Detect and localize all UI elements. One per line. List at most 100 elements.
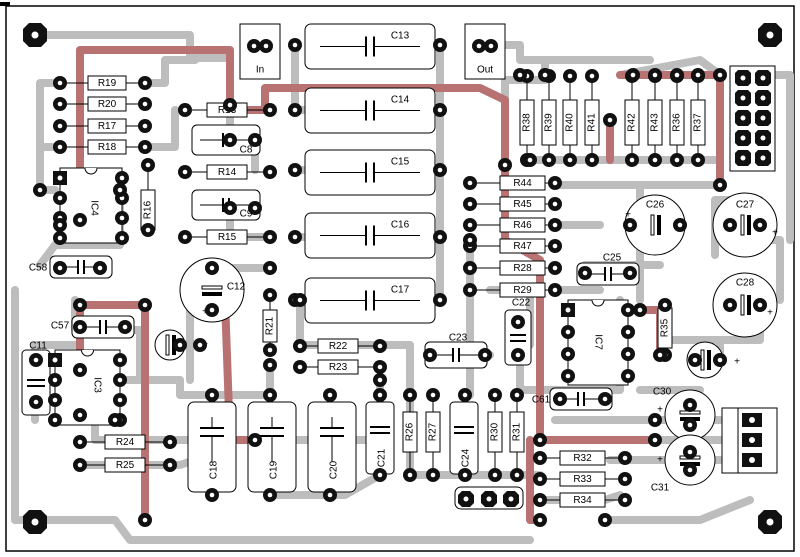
resistor-r43: [647, 99, 663, 146]
label-c24: C22: [512, 298, 531, 309]
label-c28: C28: [736, 278, 755, 289]
label-c13: C13: [391, 31, 410, 42]
label-r39: R39: [544, 113, 555, 132]
resistor-r27: [425, 411, 441, 453]
resistor-r41: [584, 99, 600, 146]
resistor-r34: [559, 492, 606, 508]
resistor-r24: [104, 434, 146, 450]
label-c9: C9: [240, 209, 253, 220]
label-r31: R31: [512, 422, 523, 441]
label-r32: R32: [573, 453, 592, 464]
label-c31: C31: [651, 483, 670, 494]
label-r37: R37: [693, 113, 704, 132]
label-c25: C25: [603, 253, 622, 264]
capacitor-c25: [576, 262, 640, 286]
resistor-r45: [499, 196, 546, 212]
resistor-r37: [690, 99, 706, 146]
label-ic7: IC7: [592, 334, 603, 350]
resistor-r47: [499, 238, 546, 254]
label-r44: R44: [513, 178, 532, 189]
label-r22: R22: [329, 341, 348, 352]
label-c18: C18: [209, 460, 220, 479]
label-c61: C61: [532, 395, 551, 406]
label-c19: C19: [269, 460, 280, 479]
ic-ic4: [59, 167, 123, 244]
resistor-r22: [317, 338, 359, 354]
label-r47: R47: [513, 241, 532, 252]
label-r46: R46: [513, 220, 532, 231]
label-c23: C23: [449, 333, 468, 344]
label-c27: C27: [736, 200, 755, 211]
resistor-r23: [317, 359, 359, 375]
label-r27: R27: [428, 422, 439, 441]
resistor-r26: [402, 411, 418, 453]
resistor-r20: [87, 96, 127, 112]
label-r29: R29: [513, 285, 532, 296]
resistor-r18: [87, 139, 127, 155]
polarity-mark: +: [734, 357, 740, 368]
label-r36: R36: [672, 113, 683, 132]
resistor-r19: [87, 75, 127, 91]
label-r40: R40: [565, 113, 576, 132]
connector-out: [464, 23, 506, 80]
label-c12: C12: [227, 282, 246, 293]
polarity-mark: +: [657, 405, 663, 416]
label-r33: R33: [573, 474, 592, 485]
polarity-mark: +: [202, 307, 208, 318]
label-r42: R42: [627, 113, 638, 132]
connector-in-label: In: [256, 65, 264, 76]
resistor-r15: [206, 229, 248, 245]
label-r15: R15: [218, 232, 237, 243]
resistor-r14: [206, 164, 248, 180]
label-c30: C30: [653, 387, 672, 398]
label-c8: C8: [240, 145, 253, 156]
label-r18: R18: [98, 142, 117, 153]
resistor-r46: [499, 217, 546, 233]
pad-layer: [23, 23, 782, 534]
label-r14: R14: [218, 167, 237, 178]
resistor-r44: [499, 175, 546, 191]
resistor-r28: [499, 260, 546, 276]
resistor-r39: [541, 99, 557, 146]
polarity-mark: +: [657, 455, 663, 466]
resistor-r38: [519, 99, 535, 146]
label-r25: R25: [116, 460, 135, 471]
connector-out-label: Out: [477, 65, 493, 76]
label-c16: C16: [391, 220, 410, 231]
label-c24: C24: [461, 448, 472, 467]
label-r28: R28: [513, 263, 532, 274]
capacitor-c57: [71, 315, 135, 339]
capacitor-c27: [712, 192, 778, 258]
label-r26: R26: [405, 422, 416, 441]
label-r34: R34: [573, 495, 592, 506]
polarity-mark: +: [767, 308, 773, 319]
label-r35: R35: [660, 318, 671, 337]
resistor-r33: [559, 471, 606, 487]
label-r41: R41: [587, 113, 598, 132]
label-c20: C20: [329, 460, 340, 479]
label-c15: C15: [391, 157, 410, 168]
label-ic4: IC4: [88, 200, 99, 216]
label-r30: R30: [490, 422, 501, 441]
label-c26: C26: [646, 200, 665, 211]
label-r21: R21: [265, 316, 276, 335]
polarity-mark: +: [772, 228, 778, 239]
label-r24: R24: [116, 437, 135, 448]
label-c57: C57: [51, 321, 70, 332]
label-r23: R23: [329, 362, 348, 373]
capacitor-c28: [712, 272, 778, 338]
label-r20: R20: [98, 99, 117, 110]
capacitor-c12: [179, 257, 245, 323]
label-r43: R43: [650, 113, 661, 132]
label-r45: R45: [513, 199, 532, 210]
resistor-r30: [487, 411, 503, 453]
label-c14: C14: [391, 95, 410, 106]
resistor-r36: [669, 99, 685, 146]
ic-ic7: [567, 299, 629, 386]
polarity-mark: +: [625, 210, 631, 221]
resistor-r31: [509, 411, 525, 453]
ic-ic3: [54, 349, 121, 426]
connector-in: [239, 23, 281, 80]
resistor-r17: [87, 118, 127, 134]
